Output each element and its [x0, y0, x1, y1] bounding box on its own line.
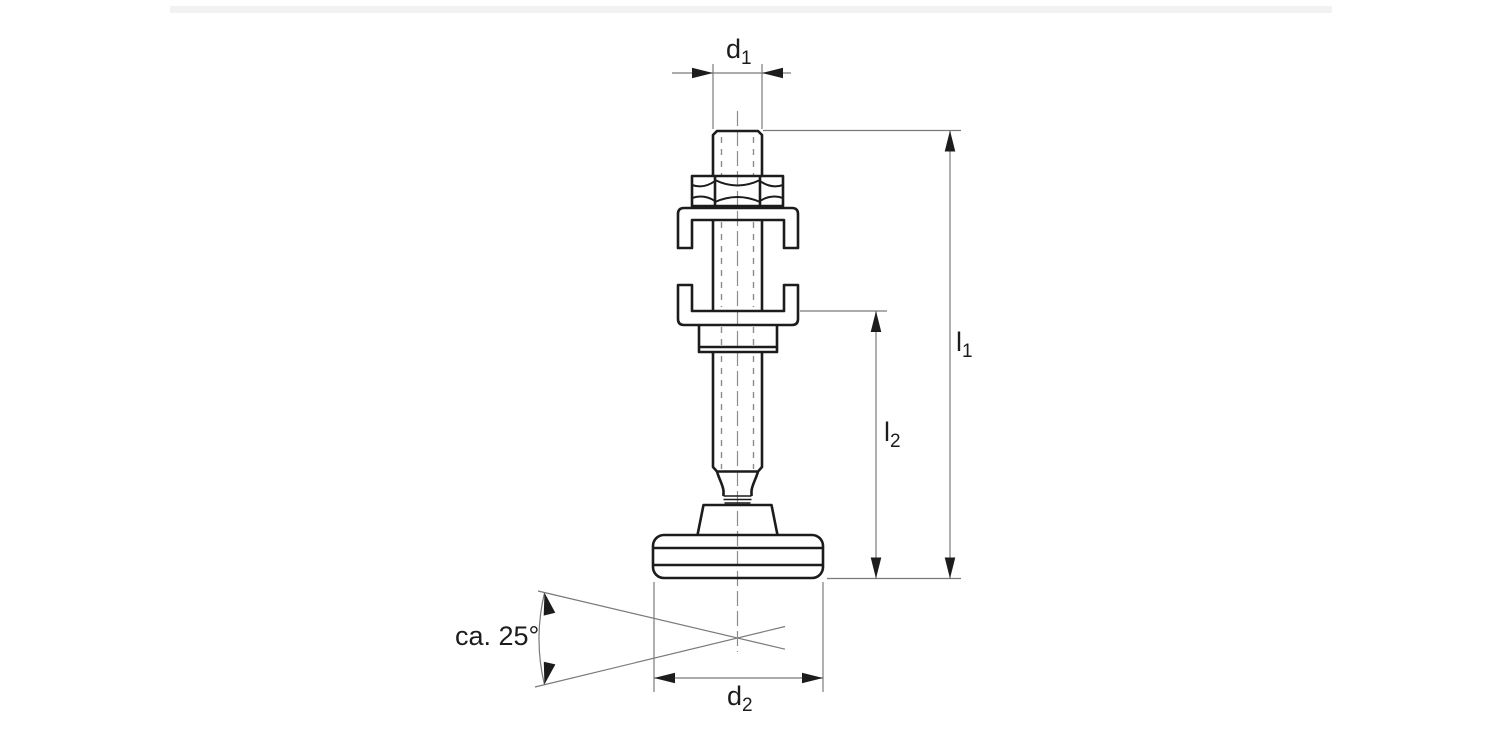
- bushing-washer: [697, 325, 779, 354]
- ball-joint-rings: [723, 495, 752, 504]
- hex-nut-chamfer-bottom-left: [691, 195, 716, 202]
- l1-arrow-top: [944, 130, 956, 152]
- hex-nut-chamfer-top-right: [759, 180, 784, 188]
- neck-ring-lines: [723, 495, 752, 504]
- hex-nut-chamfer-bottom: [714, 196, 761, 203]
- label-angle: ca. 25°: [455, 621, 539, 651]
- d1-arrow-left: [692, 67, 713, 79]
- l1-arrow-bottom: [944, 557, 956, 579]
- angle-ray-upper: [537, 590, 786, 650]
- d1-arrow-right: [762, 67, 783, 79]
- angle-arrow-bottom: [543, 661, 556, 685]
- label-l2: l2: [884, 417, 901, 452]
- stud-outline: [711, 129, 764, 177]
- d2-arrow-left: [654, 672, 675, 684]
- spindle-shaft: [711, 352, 764, 473]
- hex-nut-chamfer-top: [714, 179, 761, 187]
- angle-ray-lower: [534, 625, 786, 688]
- dimension-arrowheads: [543, 67, 956, 685]
- ball-joint-neck: [715, 471, 760, 496]
- dimension-lines: [534, 64, 961, 692]
- lower-clamp-bracket: [676, 283, 800, 327]
- part-outlines: [651, 129, 825, 580]
- angle-dimension-arc: [538, 592, 546, 685]
- top-divider-bar: [170, 6, 1332, 13]
- l2-arrow-bottom: [870, 557, 882, 579]
- upper-clamp-bracket: [676, 206, 800, 250]
- base-plate: [651, 533, 825, 580]
- dimension-labels: d1 l1 l2 d2 ca. 25°: [455, 34, 973, 716]
- l2-arrow-top: [870, 311, 882, 332]
- hex-nut-chamfer-bottom-right: [759, 195, 784, 202]
- angle-arrow-top: [543, 592, 556, 616]
- foot-cone: [696, 503, 779, 536]
- hex-nut-body: [690, 174, 785, 208]
- d2-arrow-right: [802, 672, 823, 684]
- hex-nut-chamfer-top-left: [691, 180, 716, 188]
- label-d2: d2: [727, 681, 753, 716]
- label-d1: d1: [726, 34, 752, 69]
- label-l1: l1: [956, 327, 973, 362]
